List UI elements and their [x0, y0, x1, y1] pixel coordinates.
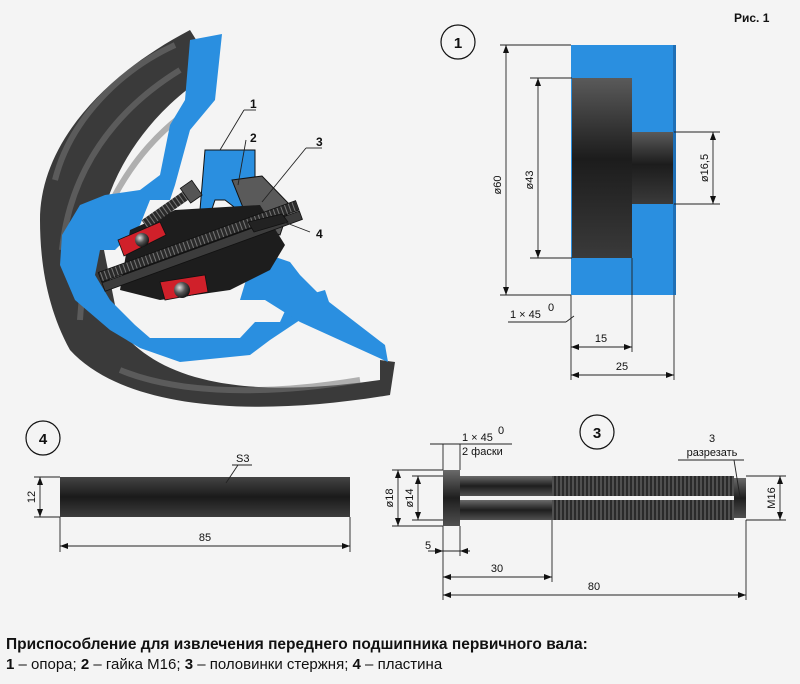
legend-name-4: пластина — [377, 656, 443, 673]
dim-d18: ø18 — [384, 489, 396, 508]
dim-l25: 25 — [616, 361, 628, 373]
support-light-edge — [673, 45, 676, 295]
rod-upper-thread — [552, 476, 734, 496]
dim-thickness: S3 — [236, 453, 249, 465]
legend-num-4: 4 — [352, 656, 361, 673]
bearing-lower — [159, 274, 209, 301]
dim-rod-chamfer-deg: 0 — [498, 425, 504, 437]
detail-1-number-circle — [440, 24, 476, 60]
legend-delim-1: ; — [72, 656, 81, 673]
caption-legend: 1 – опора; 2 – гайка М16; 3 – половинки … — [6, 656, 794, 673]
legend-sep-4: – — [360, 656, 378, 673]
dim-thread: M16 — [766, 487, 778, 508]
dim-length: 85 — [199, 532, 211, 544]
legend-name-1: опора — [31, 656, 73, 673]
dim-rod-chamfer: 1 × 45 — [462, 432, 493, 444]
caption-title: Приспособление для извлечения переднего … — [6, 636, 588, 653]
detail-3-rod-drawing: 3 1 × 45 0 2 фаски 3 разрезать ø18 — [384, 414, 786, 600]
dim-l15: 15 — [595, 333, 607, 345]
rod-upper-shank — [460, 476, 552, 496]
dim-d60: ø60 — [492, 176, 504, 195]
detail-1-number: 1 — [454, 35, 462, 52]
housing-fins — [52, 42, 361, 394]
detail-3-number-circle — [579, 414, 615, 450]
rod-halves-part-3 — [97, 200, 303, 292]
bolt — [141, 179, 203, 229]
dim-l80: 80 — [588, 581, 600, 593]
dim-d14: ø14 — [404, 489, 416, 508]
callout-2: 2 — [250, 131, 257, 145]
rod-head — [443, 470, 460, 526]
housing-blue-section — [60, 34, 330, 362]
detail-4-number: 4 — [39, 431, 48, 448]
detail-4-number-circle — [25, 420, 61, 456]
legend-delim-2: ; — [176, 656, 185, 673]
legend-delim-3: ; — [344, 656, 353, 673]
legend-sep-1: – — [14, 656, 32, 673]
legend-name-2: гайка М16 — [105, 656, 177, 673]
dim-l5: 5 — [425, 540, 431, 552]
callout-3: 3 — [316, 135, 323, 149]
housing-shell — [40, 30, 395, 407]
bearing-upper — [117, 221, 167, 257]
legend-num-1: 1 — [6, 656, 15, 673]
dim-rod-chamfer-note: 2 фаски — [462, 446, 503, 458]
dim-l30: 30 — [491, 563, 503, 575]
legend-num-2: 2 — [80, 656, 90, 673]
detail-1-support-drawing: 1 ø60 ø43 ø16,5 1 × 45 0 — [440, 24, 720, 380]
figure-label: Рис. 1 — [734, 11, 770, 25]
dim-chamfer: 1 × 45 — [510, 309, 541, 321]
callout-1: 1 — [250, 97, 257, 111]
assembly-cutaway-illustration: 1 2 3 4 — [40, 30, 395, 407]
callout-4: 4 — [316, 227, 323, 241]
legend-name-3: половинки стержня — [209, 656, 345, 673]
dim-d16-5: ø16,5 — [699, 154, 711, 182]
dim-slots-note: разрезать — [687, 447, 738, 459]
plate-part-4 — [247, 213, 289, 233]
rod-tip — [734, 478, 746, 518]
dim-slots-count: 3 — [709, 433, 715, 445]
dim-height: 12 — [26, 491, 38, 503]
dim-d43: ø43 — [524, 171, 536, 190]
rod-lower-thread — [552, 500, 734, 520]
legend-sep-2: – — [89, 656, 106, 673]
legend-num-3: 3 — [184, 656, 194, 673]
shaft-blue-section — [240, 250, 388, 362]
support-boss — [632, 132, 674, 204]
legend-sep-3: – — [193, 656, 210, 673]
support-disc — [572, 78, 632, 258]
dim-chamfer-deg: 0 — [548, 302, 554, 314]
rod-lower-shank — [460, 500, 552, 520]
plate-body — [60, 477, 350, 517]
detail-3-number: 3 — [593, 425, 601, 442]
detail-4-plate-drawing: 4 S3 12 85 — [25, 420, 351, 552]
